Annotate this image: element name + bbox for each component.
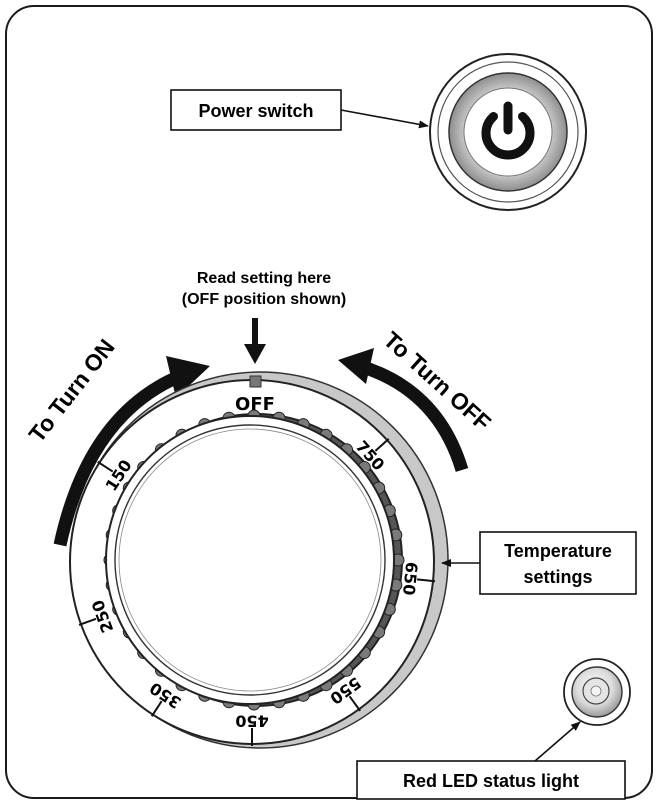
dial-knob-inner-ring <box>118 428 382 692</box>
off-indicator-mark <box>249 375 262 388</box>
temperature-settings-callout: Temperature settings <box>441 531 637 595</box>
dial-label-450: 450 <box>235 712 268 731</box>
turn-off-arrow <box>338 348 469 472</box>
led-callout: Red LED status light <box>356 721 626 800</box>
read-setting-label: Read setting here <box>197 270 331 287</box>
power-switch-button[interactable] <box>429 53 587 211</box>
dial-tick <box>78 617 97 626</box>
dial-label-650: 650 <box>399 561 421 596</box>
dial-tick <box>416 578 436 583</box>
dial-tick <box>374 438 390 452</box>
dial-off-label: OFF <box>235 394 275 415</box>
temperature-label-line2: settings <box>523 567 592 587</box>
led-status-light <box>563 658 631 726</box>
temperature-label-line1: Temperature <box>504 541 612 561</box>
power-icon <box>481 101 535 160</box>
dial-knob-top <box>114 424 386 696</box>
power-switch-label: Power switch <box>198 101 313 121</box>
dial-tick <box>348 695 361 712</box>
dial-tick <box>97 460 114 473</box>
led-label: Red LED status light <box>403 771 579 791</box>
off-position-note: (OFF position shown) <box>182 291 346 308</box>
turn-on-arrow <box>53 356 210 547</box>
read-arrow <box>244 318 266 364</box>
dial-tick <box>150 700 163 717</box>
power-switch-callout: Power switch <box>170 89 429 131</box>
